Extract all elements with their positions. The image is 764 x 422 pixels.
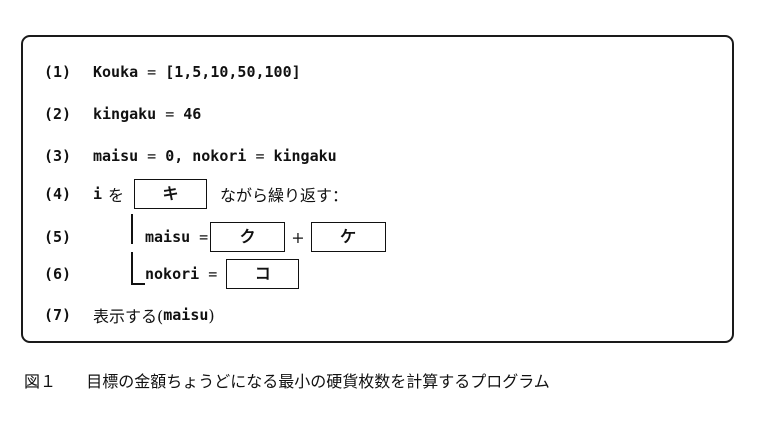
display-function: 表示する( xyxy=(93,307,164,326)
equals-sign: = xyxy=(199,228,209,246)
blank-box-ki: キ xyxy=(134,179,208,209)
program-line-4: (4) i を キ ながら繰り返す： xyxy=(44,177,348,211)
figure-caption: 図１ 目標の金額ちょうどになる最小の硬貨枚数を計算するプログラム xyxy=(24,368,550,392)
loop-bracket-foot xyxy=(131,283,145,285)
equals-sign: = xyxy=(165,105,175,123)
line-number: (2) xyxy=(44,105,72,123)
kouka-value: [1,5,10,50,100] xyxy=(165,63,301,81)
variable-nokori: nokori xyxy=(192,147,247,165)
program-line-7: (7) 表示する( maisu ) xyxy=(44,302,215,328)
kingaku-value: 46 xyxy=(183,105,202,123)
loop-bracket-vertical-upper xyxy=(131,214,133,244)
variable-i: i xyxy=(93,185,103,203)
loop-bracket-vertical-lower xyxy=(131,252,133,284)
program-line-2: (2) kingaku = 46 xyxy=(44,101,201,127)
blank-box-ke: ケ xyxy=(310,222,386,252)
program-line-3: (3) maisu = 0, nokori = kingaku xyxy=(44,143,337,169)
variable-maisu: maisu xyxy=(93,147,139,165)
program-line-5: (5) maisu = ク + ケ xyxy=(44,220,386,254)
maisu-initial-value: 0, xyxy=(165,147,184,165)
variable-kingaku: kingaku xyxy=(93,105,157,123)
nokori-initial-value: kingaku xyxy=(273,147,337,165)
close-paren: ) xyxy=(208,305,215,325)
line-number: (4) xyxy=(44,185,72,203)
particle-wo: を xyxy=(108,186,125,205)
program-line-1: (1) Kouka = [1,5,10,50,100] xyxy=(44,59,301,85)
equals-sign: = xyxy=(255,147,265,165)
figure-label: 図１ xyxy=(24,372,57,391)
variable-kouka: Kouka xyxy=(93,63,139,81)
display-argument-maisu: maisu xyxy=(163,306,209,324)
loop-text: ながら繰り返す： xyxy=(220,186,349,205)
blank-box-ku: ク xyxy=(210,222,286,252)
plus-sign: + xyxy=(291,227,305,247)
variable-nokori: nokori xyxy=(145,265,200,283)
program-line-6: (6) nokori = コ xyxy=(44,257,300,291)
equals-sign: = xyxy=(147,147,157,165)
equals-sign: = xyxy=(208,265,218,283)
line-number: (3) xyxy=(44,147,72,165)
line-number: (6) xyxy=(44,265,72,283)
equals-sign: = xyxy=(147,63,157,81)
program-box xyxy=(21,35,734,343)
line-number: (5) xyxy=(44,228,72,246)
line-number: (1) xyxy=(44,63,72,81)
blank-box-ko: コ xyxy=(226,259,300,289)
variable-maisu: maisu xyxy=(145,228,191,246)
line-number: (7) xyxy=(44,306,72,324)
figure-caption-text: 目標の金額ちょうどになる最小の硬貨枚数を計算するプログラム xyxy=(86,372,550,391)
